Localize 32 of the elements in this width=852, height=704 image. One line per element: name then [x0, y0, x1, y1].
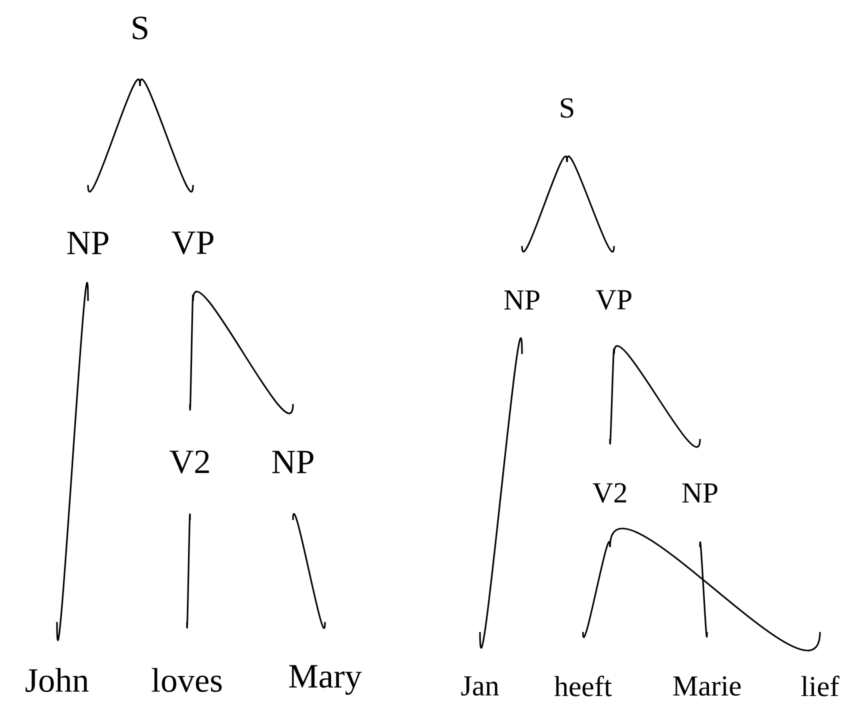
branch-line: [609, 349, 615, 444]
branch-line: [609, 528, 821, 651]
category-label: V2: [170, 450, 209, 474]
category-label: NP: [272, 450, 314, 474]
word-label: loves: [152, 668, 222, 692]
branch-line: [699, 542, 708, 637]
category-label: S: [132, 16, 148, 40]
word-label: John: [26, 668, 89, 692]
branch-line: [192, 292, 294, 414]
word-label: Marie: [673, 676, 741, 696]
branch-line: [292, 514, 326, 628]
branch-line: [566, 156, 615, 252]
category-label: VP: [172, 232, 214, 254]
category-label: VP: [596, 290, 632, 310]
branch-line: [582, 542, 611, 638]
word-label: Mary: [289, 665, 362, 695]
branch-line: [139, 79, 194, 192]
branch-line: [87, 79, 141, 192]
category-label: NP: [682, 484, 718, 502]
word-label: lief: [801, 676, 840, 696]
category-label: S: [560, 98, 574, 118]
category-label: V2: [592, 483, 626, 503]
branch-line: [56, 284, 89, 639]
branch-line: [613, 346, 701, 448]
branch-line: [189, 296, 194, 410]
category-label: NP: [504, 290, 540, 310]
category-label: NP: [67, 232, 108, 254]
word-label: heeft: [554, 676, 612, 696]
word-label: Jan: [461, 676, 499, 696]
branch-line: [479, 339, 523, 647]
branch-line: [186, 514, 191, 628]
branch-line: [521, 156, 568, 252]
